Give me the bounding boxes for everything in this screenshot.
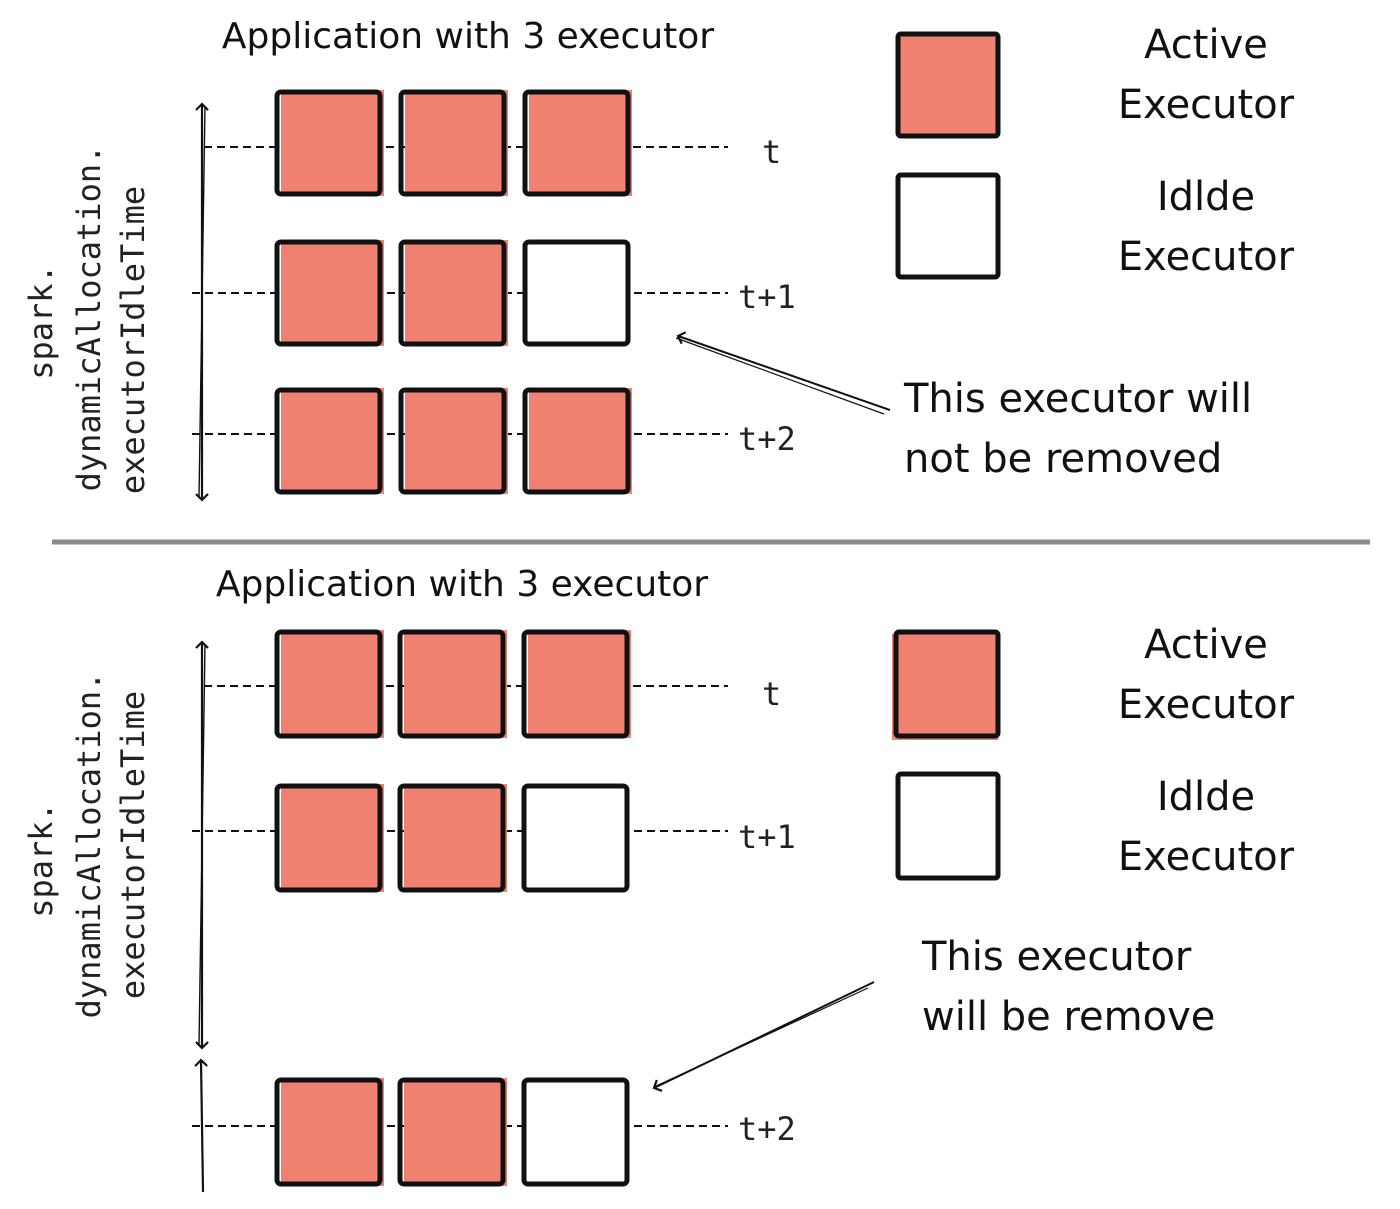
executor-outline: [397, 629, 506, 739]
executor-active-fill: [281, 388, 384, 494]
panel-1-vertical-label-line-1: spark.: [22, 264, 60, 380]
panel-2-legend-idle-line-1: Idlde: [1157, 774, 1255, 820]
panel-1-legend-active-outline: [895, 31, 1001, 139]
executor-active-box: [274, 1077, 384, 1187]
panel-1-legend-active-line-1: Active: [1144, 22, 1268, 68]
panel-1-time-label-t1: t+1: [738, 278, 796, 316]
executor-outline: [274, 1077, 383, 1187]
executor-active-box: [397, 629, 507, 739]
panel-1-vertical-label-line-3: executorIdleTime: [114, 186, 152, 494]
panel-2: Application with 3 executor executorIdle…: [22, 564, 1295, 1193]
panel-1-legend: Active Executor Idlde Executor: [895, 22, 1295, 280]
executor-active-box: [274, 89, 384, 197]
executor-active-fill: [281, 240, 384, 346]
panel-1-legend-active-line-2: Executor: [1118, 82, 1295, 128]
executor-outline: [522, 387, 631, 495]
executor-active-box: [274, 783, 384, 893]
executor-active-box: [398, 387, 508, 495]
panel-1-vertical-label-line-2: dynamicAllocation.: [70, 145, 108, 492]
panel-2-vertical-label-line-2: dynamicAllocation.: [70, 672, 108, 1019]
executor-active-fill: [529, 388, 632, 494]
panel-2-time-label-t1: t+1: [738, 818, 796, 856]
panel-2-callout: This executor will be remove: [652, 934, 1215, 1092]
executor-outline: [274, 239, 383, 347]
executor-outline: [398, 89, 507, 197]
executor-outline: [522, 239, 631, 347]
panel-1-callout-arrow: [676, 331, 891, 411]
executor-active-box: [398, 239, 508, 347]
panel-2-continuation-arrow: [194, 1058, 208, 1193]
panel-1-legend-idle-line-2: Executor: [1118, 234, 1295, 280]
panel-2-time-label-t: t: [762, 675, 781, 713]
panel-2-legend-active-line-1: Active: [1144, 622, 1268, 668]
executor-active-fill: [281, 90, 384, 196]
executor-outline: [521, 1077, 630, 1187]
panel-1-title: Application with 3 executor: [222, 16, 714, 57]
panel-2-legend-idle-swatch: [895, 771, 1001, 881]
executor-active-fill: [405, 90, 508, 196]
executor-outline: [522, 89, 631, 197]
executor-active-box: [522, 387, 632, 495]
panel-1-callout-line-1: This executor will: [903, 376, 1252, 422]
executor-outline: [521, 783, 630, 893]
executor-outline: [397, 1077, 506, 1187]
executor-active-box: [274, 629, 384, 739]
executor-active-box: [397, 1077, 507, 1187]
executor-active-fill: [405, 388, 508, 494]
panel-2-callout-arrow-sketch: [655, 987, 869, 1087]
panel-1-time-label-t: t: [762, 133, 781, 171]
panel-2-executor-grid: [274, 629, 631, 1187]
executor-active-fill: [405, 240, 508, 346]
executor-idle-box: [521, 783, 630, 893]
panel-2-legend-active-line-2: Executor: [1118, 682, 1295, 728]
panel-2-timeout-arrow-sketch: [198, 643, 206, 1047]
executor-outline: [397, 783, 506, 893]
panel-1: Application with 3 executor executorIdle…: [22, 16, 1295, 502]
executor-active-box: [522, 89, 632, 197]
panel-2-callout-line-1: This executor: [921, 934, 1192, 980]
panel-1-callout-line-2: not be removed: [904, 436, 1222, 482]
executor-active-fill: [281, 1078, 384, 1186]
executor-outline: [274, 387, 383, 495]
executor-active-fill: [281, 784, 384, 892]
executor-active-fill: [404, 1078, 507, 1186]
executor-idle-box: [522, 239, 631, 347]
panel-1-timeout-arrow-sketch: [198, 105, 206, 499]
executor-outline: [274, 89, 383, 197]
executor-active-box: [398, 89, 508, 197]
executor-active-box: [521, 629, 631, 739]
panel-2-title: Application with 3 executor: [216, 564, 708, 605]
panel-2-vertical-label-line-3: executorIdleTime: [114, 691, 152, 999]
panel-2-legend: Active Executor Idlde Executor: [892, 622, 1295, 881]
panel-1-legend-idle-line-1: Idlde: [1157, 174, 1255, 220]
executor-active-box: [274, 387, 384, 495]
executor-outline: [274, 783, 383, 893]
panel-2-time-label-t2: t+2: [738, 1110, 796, 1148]
executor-active-fill: [529, 90, 632, 196]
executor-outline: [521, 629, 630, 739]
executor-active-box: [274, 239, 384, 347]
panel-2-legend-idle-line-2: Executor: [1118, 834, 1295, 880]
panel-1-callout-arrow-sketch: [675, 337, 885, 415]
executor-active-fill: [528, 630, 631, 738]
panel-1-callout: This executor will not be removed: [675, 331, 1252, 482]
executor-active-fill: [404, 630, 507, 738]
executor-active-fill: [281, 630, 384, 738]
executor-outline: [274, 629, 383, 739]
panel-1-time-label-t2: t+2: [738, 420, 796, 458]
panel-1-legend-active-swatch: [898, 34, 998, 136]
panel-2-legend-active-outline: [893, 629, 1001, 739]
executor-outline: [398, 387, 507, 495]
panel-2-legend-active-swatch: [892, 634, 998, 740]
panel-2-callout-line-2: will be remove: [922, 994, 1215, 1040]
executor-active-box: [397, 783, 507, 893]
panel-1-executor-grid: [274, 89, 632, 495]
panel-1-legend-idle-swatch: [895, 172, 1001, 280]
executor-outline: [398, 239, 507, 347]
executor-active-fill: [404, 784, 507, 892]
executor-idle-box: [521, 1077, 630, 1187]
panel-2-vertical-label-line-1: spark.: [22, 802, 60, 918]
